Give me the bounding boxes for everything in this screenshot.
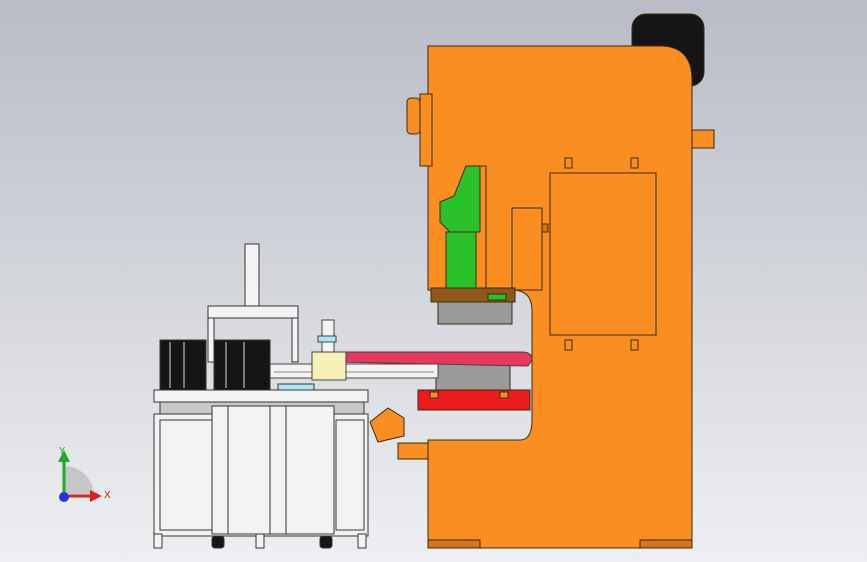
frame-post-left [207, 317, 215, 363]
press-foot-right [639, 539, 693, 549]
y-axis-label: Y [58, 446, 66, 457]
press-flywheel-housing [419, 93, 433, 167]
feeder-conveyor [269, 319, 533, 381]
press-lower-block [397, 442, 429, 460]
press-flywheel-hub [406, 97, 421, 135]
leveling-foot [211, 535, 225, 549]
panel-bolt [564, 157, 573, 169]
panel-bolt [630, 157, 639, 169]
cabinet-leg [357, 533, 367, 549]
slider-cylinder-cap [317, 335, 337, 343]
x-axis-label: X [104, 490, 111, 501]
coordinate-triad: Y X [58, 446, 111, 502]
green-cylinder-body [445, 231, 477, 289]
cabinet-leg [255, 533, 265, 549]
z-axis-dot [59, 492, 69, 502]
triad-rotation-arc [64, 465, 94, 494]
magazine-left [159, 339, 207, 391]
leveling-foot [319, 535, 333, 549]
press-ram-knob [541, 223, 549, 233]
guide-rod [244, 243, 260, 309]
cabinet-leg [153, 533, 163, 549]
upper-die-indicator [487, 293, 507, 301]
green-cylinder-bracket [439, 165, 481, 233]
frame-post-right [291, 317, 299, 363]
cabinet-door-right [335, 419, 365, 531]
panel-bolt [630, 339, 639, 351]
lower-die-notch [429, 391, 439, 399]
press-door-panel [549, 172, 657, 336]
x-axis-arrow [90, 490, 102, 502]
press-foot-left [427, 539, 481, 549]
table-top [153, 389, 369, 403]
punch-press [369, 13, 715, 549]
magazine-right [213, 339, 271, 391]
scrap-chute [369, 407, 405, 443]
top-frame [207, 305, 299, 319]
cabinet-door-left [159, 419, 213, 531]
press-ram-box [511, 207, 543, 291]
press-main-frame [427, 45, 693, 549]
stacking-station [153, 243, 369, 549]
upper-die [437, 301, 513, 325]
slider-carriage [311, 351, 347, 381]
cabinet-center [211, 405, 335, 535]
lower-die-holder [435, 361, 511, 391]
y-axis-arrow [58, 450, 70, 462]
panel-bolt [564, 339, 573, 351]
lower-die-notch [499, 391, 509, 399]
conveyor-belt-arm [337, 351, 533, 367]
linear-rail [269, 363, 439, 379]
